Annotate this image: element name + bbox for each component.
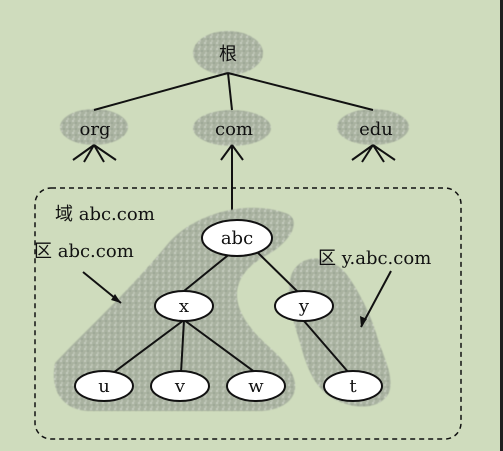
y-node — [274, 290, 334, 322]
v-node — [150, 370, 210, 402]
root-to-com-edge — [227, 72, 233, 111]
org-label: org — [80, 119, 111, 140]
zone-abc-arrowhead — [111, 294, 121, 303]
x-to-w-edge — [183, 319, 257, 374]
x-to-u-edge — [112, 319, 185, 374]
w-node — [226, 370, 286, 402]
org-fanout-icon — [72, 144, 117, 163]
x-label: x — [179, 296, 189, 317]
t-label: t — [349, 376, 357, 397]
abc-to-x-edge — [183, 251, 233, 292]
x-to-v-edge — [180, 319, 185, 374]
com-node-shadow — [193, 110, 271, 146]
root-label: 根 — [219, 44, 237, 65]
v-label: v — [174, 376, 186, 397]
root-to-org-edge — [93, 72, 229, 111]
org-node-shadow — [60, 109, 128, 145]
zone-y-label: 区 y.abc.com — [318, 248, 431, 269]
abc-label: abc — [221, 228, 253, 249]
abc-to-y-edge — [251, 246, 301, 295]
com-label: com — [215, 119, 253, 140]
y-label: y — [298, 296, 310, 317]
x-node — [154, 290, 214, 322]
root-to-edu-edge — [227, 72, 374, 111]
domain-boundary — [34, 187, 462, 440]
edu-label: edu — [359, 119, 393, 140]
root-node-shadow — [193, 31, 263, 75]
edu-node-shadow — [337, 109, 409, 145]
zone-y-arrow — [360, 270, 392, 328]
abc-node — [201, 219, 273, 257]
y-to-t-edge — [303, 320, 350, 374]
t-node — [323, 370, 383, 402]
domain-label: 域 abc.com — [55, 204, 155, 225]
u-node — [74, 370, 134, 402]
zone-abc-label: 区 abc.com — [34, 241, 134, 262]
edu-fanout-icon — [351, 144, 396, 163]
zone-y-arrowhead — [360, 316, 367, 327]
w-label: w — [248, 376, 264, 397]
u-label: u — [98, 376, 110, 397]
